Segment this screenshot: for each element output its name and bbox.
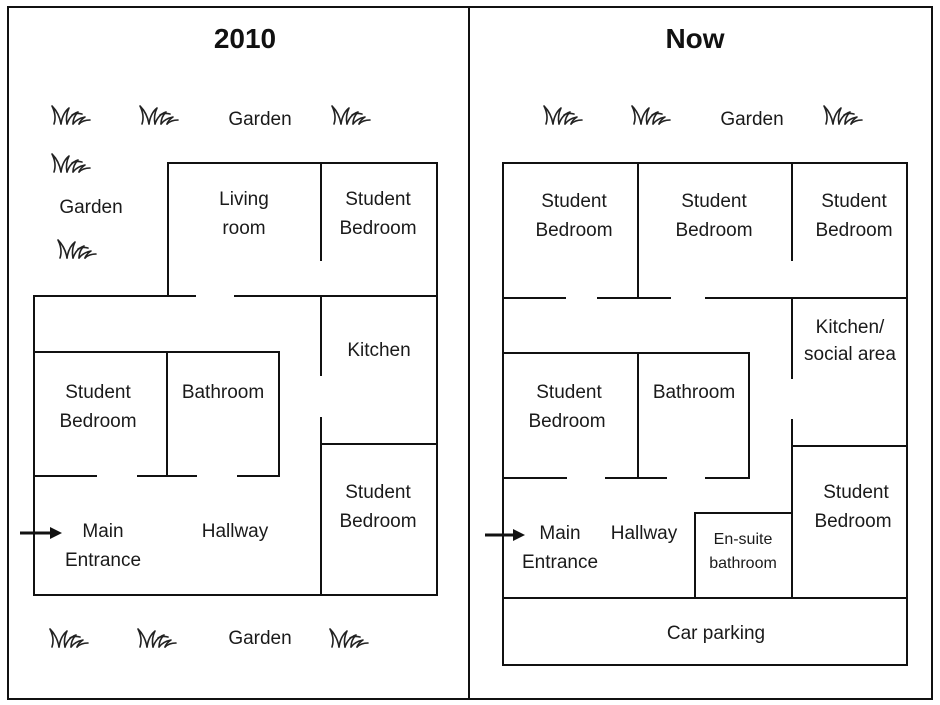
bedroom-left-label-line1: Student [536, 382, 602, 403]
grass-icon [51, 105, 91, 125]
ensuite-label-line1: En-suite [714, 531, 773, 548]
bedroom-3-label-line2: Bedroom [815, 220, 892, 241]
bedroom-left-label-line1: Student [65, 382, 131, 403]
kitchen-label: Kitchen [347, 340, 410, 361]
car-parking-label: Car parking [667, 623, 765, 644]
entrance-arrow-icon [20, 527, 62, 539]
grass-icon [57, 239, 97, 259]
bedroom-2-label-line2: Bedroom [675, 220, 752, 241]
panel-now-frame [468, 6, 933, 700]
kitchen-label-line2: social area [804, 344, 896, 365]
entrance-arrow-icon [485, 529, 525, 541]
bedroom-1-label-line2: Bedroom [535, 220, 612, 241]
bedroom-br-label-line1: Student [345, 482, 411, 503]
garden-bottom-label: Garden [228, 628, 291, 649]
walls-now [502, 162, 908, 666]
panel-now: Now Garden [485, 23, 908, 666]
grass-icon [631, 105, 671, 125]
grass-icon [139, 105, 179, 125]
panel-2010-title: 2010 [214, 23, 276, 54]
bedroom-left-label-line2: Bedroom [59, 411, 136, 432]
living-room-label-line2: room [222, 218, 265, 239]
bedroom-tr-label-line1: Student [345, 189, 411, 210]
bedroom-left-label-line2: Bedroom [528, 411, 605, 432]
main-entrance-label-line2: Entrance [522, 552, 598, 573]
living-room-label-line1: Living [219, 189, 269, 210]
bedroom-br-label-line2: Bedroom [339, 511, 416, 532]
bedroom-2-label-line1: Student [681, 191, 747, 212]
grass-icon [331, 105, 371, 125]
main-entrance-label-line1: Main [82, 521, 123, 542]
bedroom-br-label-line1: Student [823, 482, 889, 503]
panel-2010: 2010 Garden Garden Garden [20, 23, 438, 649]
garden-top-label: Garden [720, 109, 783, 130]
hallway-label: Hallway [202, 521, 269, 542]
walls-2010 [33, 162, 438, 596]
bedroom-3-label-line1: Student [821, 191, 887, 212]
grass-icon [49, 628, 89, 648]
bathroom-label: Bathroom [182, 382, 264, 403]
kitchen-label-line1: Kitchen/ [816, 317, 885, 338]
bedroom-tr-label-line2: Bedroom [339, 218, 416, 239]
hallway-label: Hallway [611, 523, 678, 544]
ensuite-label-line2: bathroom [709, 555, 777, 572]
bedroom-br-label-line2: Bedroom [814, 511, 891, 532]
main-entrance-label-line1: Main [539, 523, 580, 544]
bathroom-label: Bathroom [653, 382, 735, 403]
panel-now-title: Now [665, 23, 724, 54]
garden-top-label: Garden [228, 109, 291, 130]
grass-icon [823, 105, 863, 125]
garden-left-label: Garden [59, 197, 122, 218]
main-entrance-label-line2: Entrance [65, 550, 141, 571]
bedroom-1-label-line1: Student [541, 191, 607, 212]
grass-icon [51, 153, 91, 173]
grass-icon [543, 105, 583, 125]
grass-icon [329, 628, 369, 648]
grass-icon [137, 628, 177, 648]
